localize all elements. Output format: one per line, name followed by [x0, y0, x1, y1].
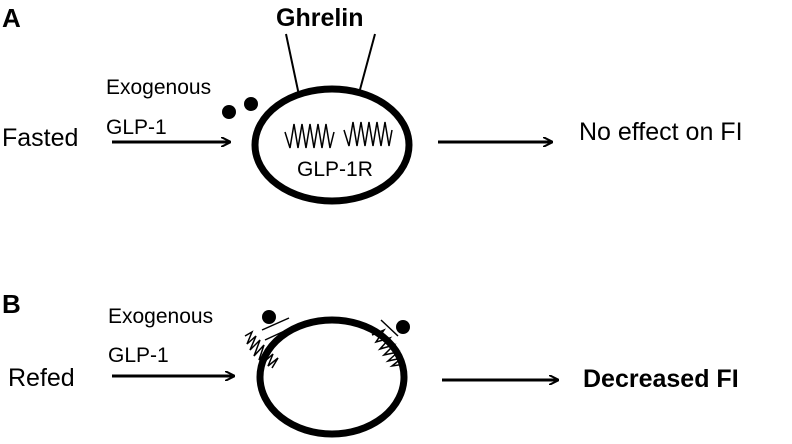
- panel-b: B Refed Exogenous GLP-1 Decreased FI: [2, 289, 739, 438]
- inhibition-line: [285, 33, 301, 101]
- glp1r-receptor: [284, 123, 335, 149]
- panel-b-outcome: Decreased FI: [583, 365, 739, 393]
- glp1-molecule-bound: [262, 310, 276, 324]
- glp1r-receptor: [343, 121, 393, 147]
- panel-b-condition: Refed: [8, 364, 75, 392]
- panel-b-agent-line1: Exogenous: [108, 305, 213, 328]
- receptor-segment: [261, 317, 290, 331]
- glp1r-receptor-surface: [244, 330, 279, 369]
- cell-membrane: [251, 85, 413, 205]
- panel-b-letter: B: [2, 289, 21, 319]
- panel-a-letter: A: [2, 3, 21, 33]
- glp1-molecule: [222, 105, 236, 119]
- glp1-molecule: [244, 97, 258, 111]
- cell-membrane: [256, 316, 408, 438]
- receptor-segment: [380, 319, 399, 337]
- receptor-label: GLP-1R: [297, 158, 373, 181]
- glp1r-receptor-surface: [371, 328, 406, 368]
- inhibition-line: [357, 33, 376, 98]
- inhibitor-label: Ghrelin: [276, 4, 364, 32]
- receptor-segment: [264, 327, 292, 341]
- panel-a-condition: Fasted: [2, 124, 78, 152]
- glp1-molecule-bound: [396, 320, 410, 334]
- panel-a-agent-line1: Exogenous: [106, 76, 211, 99]
- panel-a-outcome: No effect on FI: [579, 118, 743, 146]
- panel-a: A Fasted Exogenous GLP-1 Ghrelin GLP-1R …: [2, 3, 743, 205]
- panel-b-agent-line2: GLP-1: [108, 344, 169, 367]
- panel-a-agent-line2: GLP-1: [106, 116, 167, 139]
